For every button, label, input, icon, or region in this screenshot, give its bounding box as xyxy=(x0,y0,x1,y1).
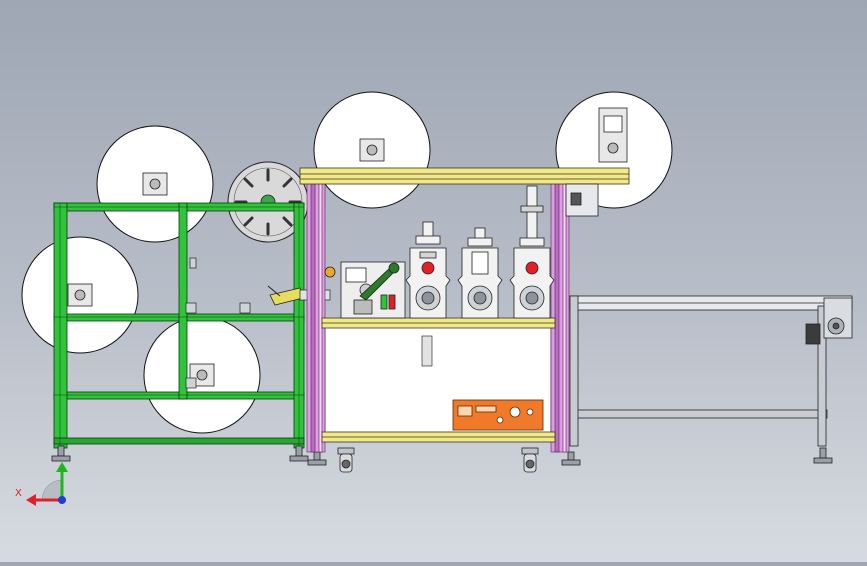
support-post xyxy=(421,335,433,367)
control-box[interactable] xyxy=(452,399,544,431)
conveyor[interactable] xyxy=(569,295,853,447)
green-frame[interactable] xyxy=(53,202,305,449)
caster-wheel xyxy=(337,447,539,473)
roll-hub xyxy=(67,107,628,387)
pink-column[interactable] xyxy=(306,179,570,453)
lower-plate xyxy=(321,431,556,443)
sensor-bracket xyxy=(565,183,599,217)
triad-z-axis xyxy=(58,496,66,504)
coordinate-triad: X xyxy=(15,462,68,506)
tension-bracket xyxy=(185,257,251,389)
welder-unit-3[interactable] xyxy=(509,185,555,319)
triad-x-label: X xyxy=(15,488,22,499)
yellow-top-beam[interactable] xyxy=(299,167,630,185)
drive-unit[interactable] xyxy=(324,261,406,319)
leveling-foot xyxy=(51,445,833,466)
welder-unit-2[interactable] xyxy=(457,227,503,319)
work-plate[interactable] xyxy=(321,317,556,329)
welder-unit-1[interactable] xyxy=(405,221,451,319)
